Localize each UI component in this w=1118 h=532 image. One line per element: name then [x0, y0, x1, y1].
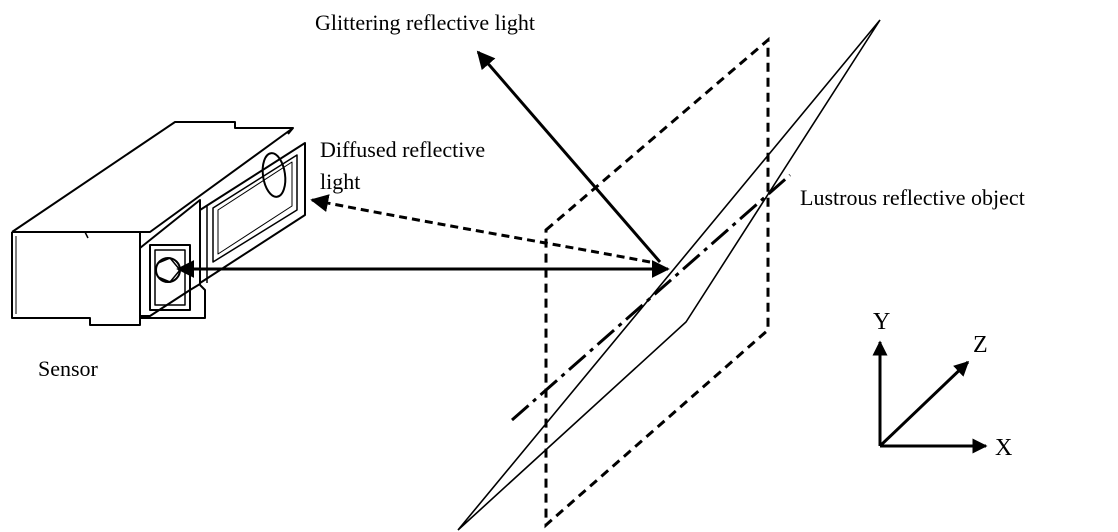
glittering-reflective-light-arrow — [476, 50, 662, 263]
coordinate-axes — [872, 340, 988, 454]
sensor-receiver-window — [199, 142, 306, 284]
diffused-light-label: Diffused reflective light — [320, 134, 560, 198]
sensor-device — [11, 121, 306, 326]
sensor-front-face — [11, 232, 141, 326]
z-axis-arrow — [878, 360, 970, 448]
glittering-light-label: Glittering reflective light — [315, 10, 535, 35]
reference-plane-dashed — [544, 36, 770, 529]
z-axis-label: Z — [973, 332, 988, 358]
lustrous-object-label: Lustrous reflective object — [800, 185, 1025, 210]
sensor-receiver-lens — [261, 152, 287, 198]
diffused-reflective-light-arrow — [310, 194, 651, 264]
sensor-label: Sensor — [38, 356, 98, 381]
object-axis-line — [511, 173, 791, 422]
diffused-light-label-line1: Diffused reflective — [320, 137, 486, 162]
y-axis-label: Y — [873, 309, 891, 335]
x-axis-label: X — [995, 435, 1013, 461]
lustrous-object-plane — [457, 19, 881, 531]
diffused-light-label-line2: light — [320, 169, 361, 194]
